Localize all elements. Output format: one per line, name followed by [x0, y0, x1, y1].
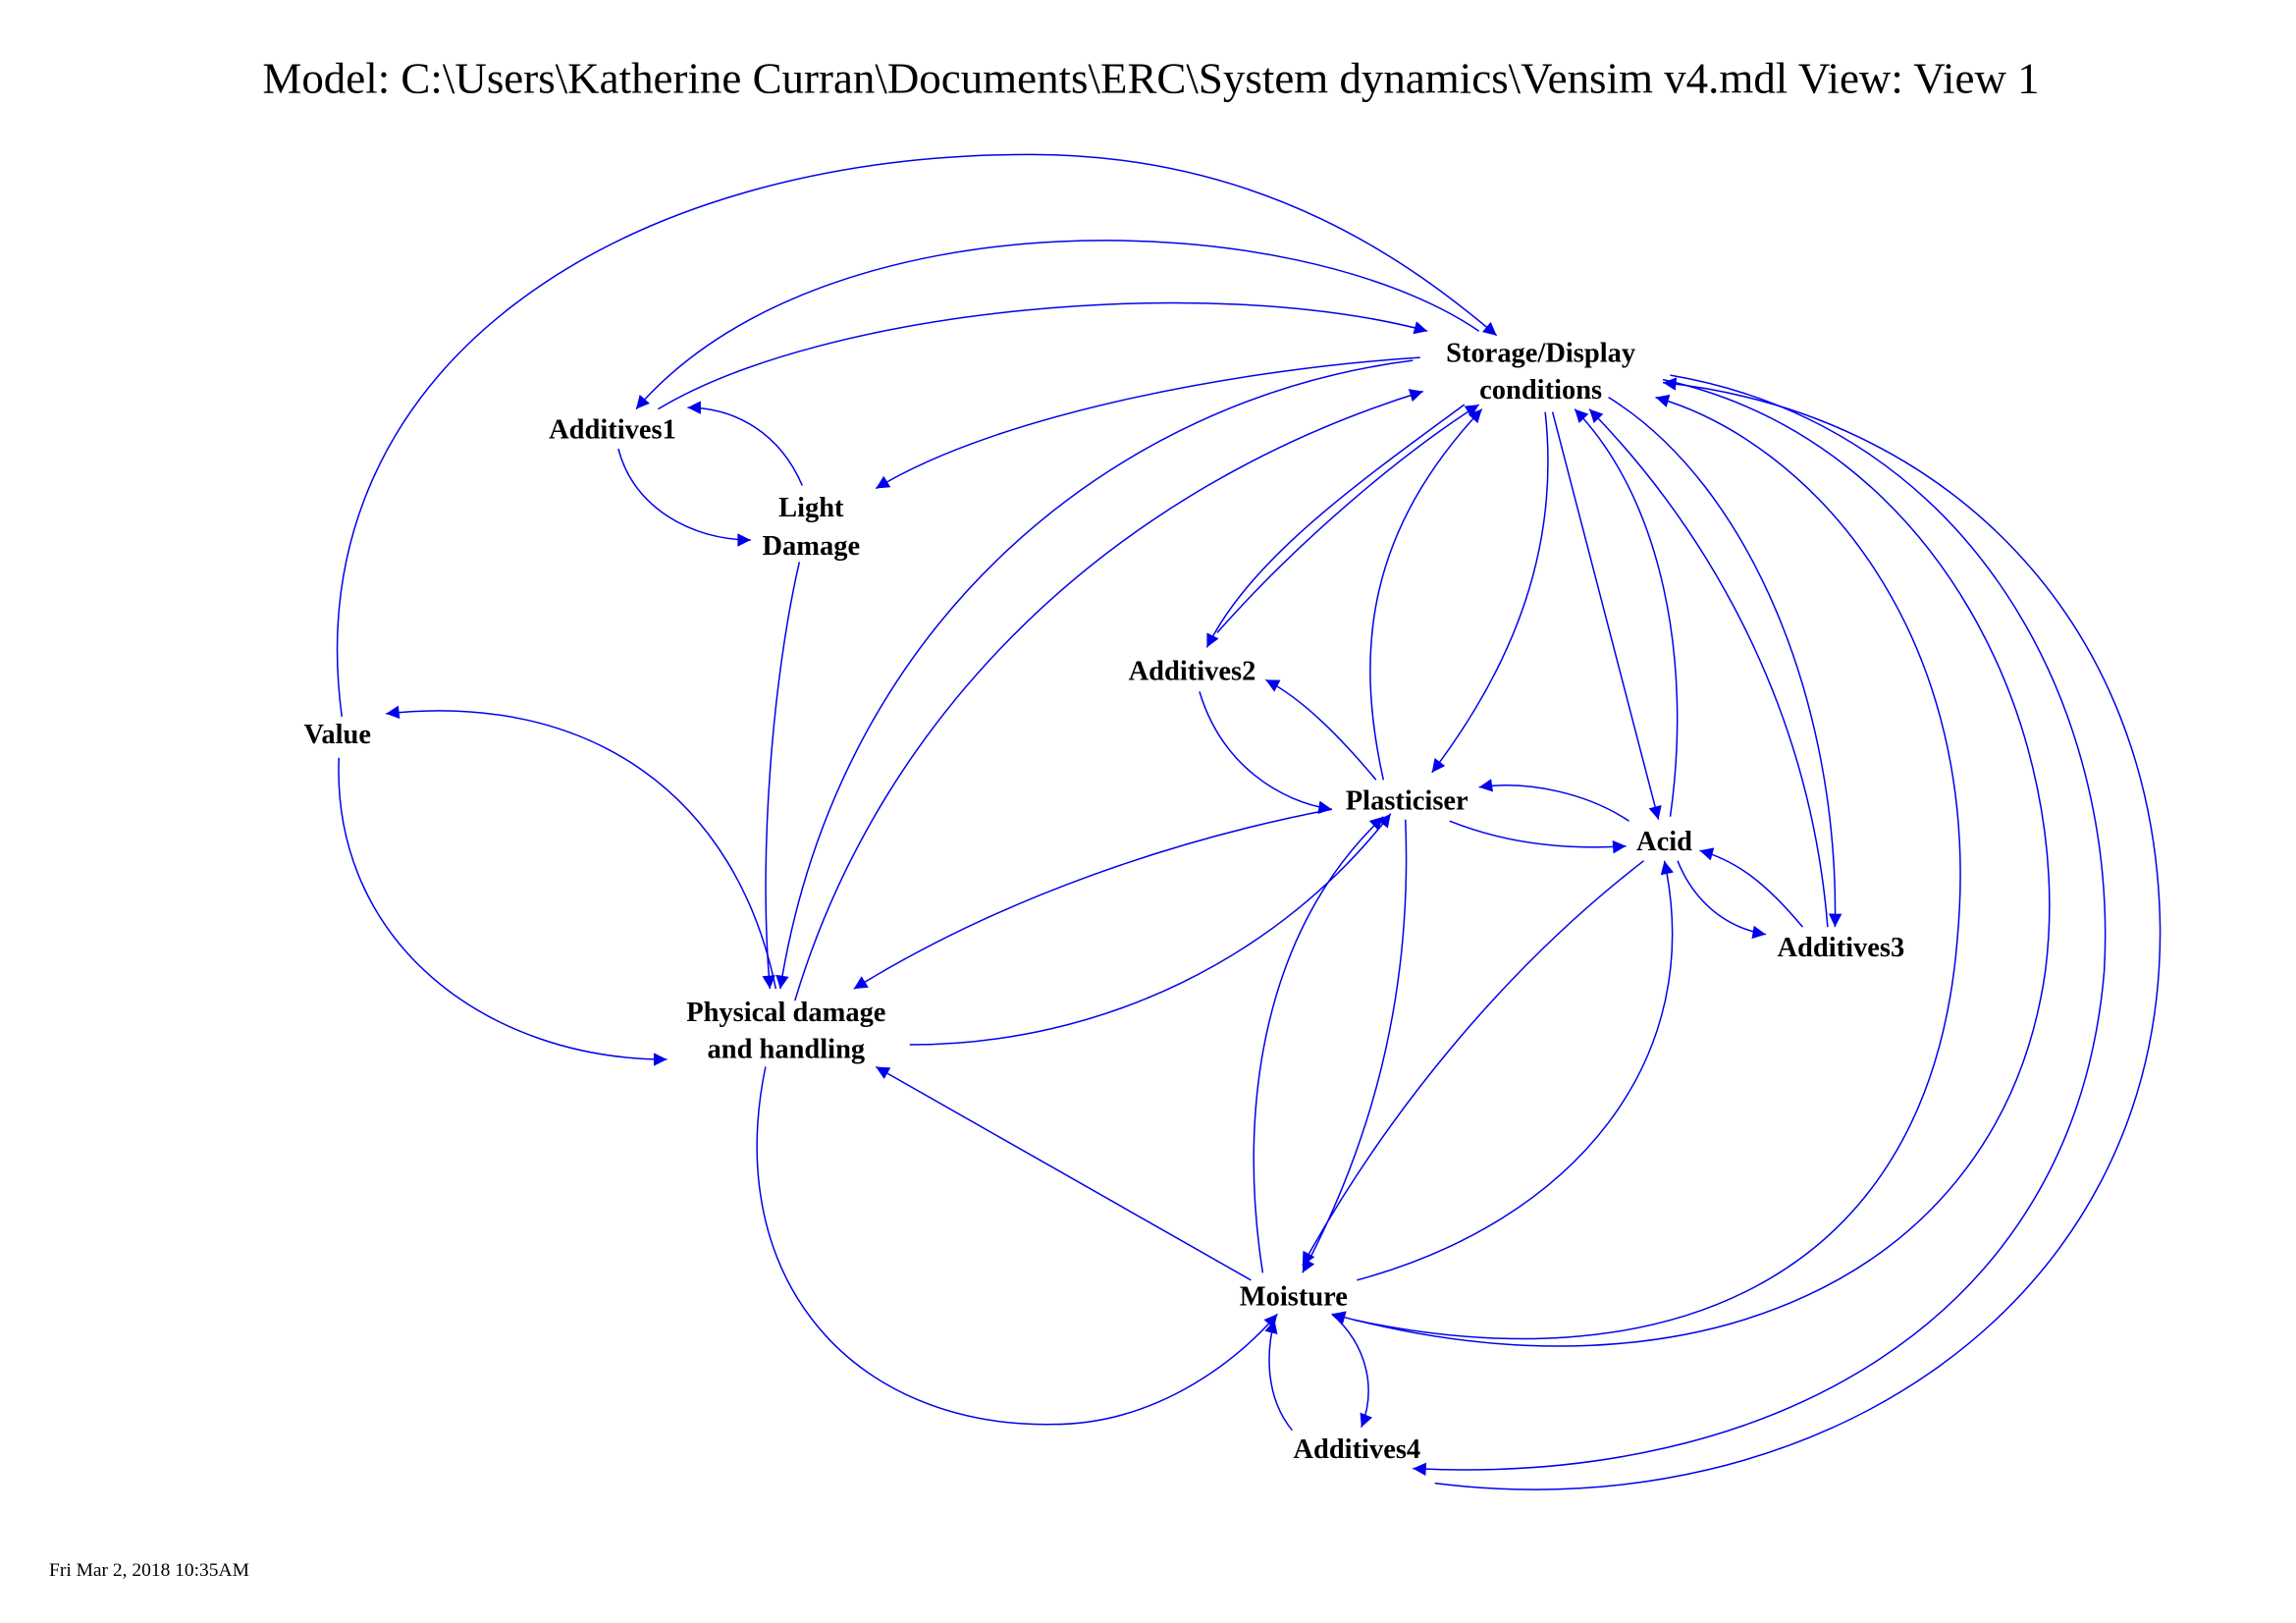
edge-moisture-to-plasticiser [1253, 816, 1384, 1273]
edge-moisture-to-storage [1354, 394, 1961, 1340]
edge-acid-to-storage [1574, 408, 1679, 817]
node-label: Light [778, 493, 844, 523]
edge-storage-to-additives2 [1205, 404, 1466, 648]
edge-light-to-additives1 [687, 401, 804, 486]
node-value[interactable]: Value [303, 720, 371, 750]
node-label: Value [303, 720, 371, 750]
edge-value-to-storage [336, 153, 1498, 717]
node-label: Physical damage [686, 998, 885, 1028]
node-plasticiser[interactable]: Plasticiser [1346, 785, 1468, 816]
node-moisture[interactable]: Moisture [1240, 1281, 1348, 1312]
edge-physical-to-plasticiser [909, 813, 1392, 1046]
node-label: Additives1 [549, 415, 676, 446]
edge-plasticiser-to-acid [1449, 820, 1627, 854]
node-storage-display-conditions[interactable]: Storage/Display conditions [1446, 339, 1635, 406]
node-label: Plasticiser [1346, 785, 1468, 816]
edge-additives1-to-storage [658, 301, 1428, 410]
edge-physical-to-value [386, 705, 777, 990]
edge-value-to-physical [338, 757, 667, 1066]
node-acid[interactable]: Acid [1636, 827, 1692, 857]
edge-plasticiser-to-additives2 [1265, 678, 1377, 781]
edge-storage-to-plasticiser [1431, 411, 1549, 774]
edge-physical-to-storage [794, 389, 1423, 1001]
node-label: Moisture [1240, 1281, 1348, 1312]
edge-moisture-to-acid [1357, 860, 1674, 1281]
print-timestamp: Fri Mar 2, 2018 10:35AM [49, 1560, 249, 1581]
node-label: Additives2 [1129, 656, 1256, 686]
node-physical-damage-and-handling[interactable]: Physical damage and handling [686, 998, 885, 1064]
node-additives1[interactable]: Additives1 [549, 415, 676, 446]
edge-additives1-to-light [617, 448, 751, 547]
edge-additives3-to-storage [1588, 408, 1829, 928]
edge-additives4-to-moisture [1264, 1320, 1293, 1432]
edges-layer [336, 153, 2162, 1490]
edge-moisture-to-physical [875, 1065, 1252, 1281]
edge-additives2-to-plasticiser [1199, 691, 1332, 815]
node-label: and handling [708, 1035, 866, 1065]
edge-storage-to-additives4 [1413, 374, 2107, 1477]
node-label: Additives4 [1293, 1434, 1420, 1465]
edge-additives3-to-acid [1699, 847, 1803, 928]
node-label: Storage/Display [1446, 339, 1635, 369]
edge-plasticiser-to-physical [853, 808, 1332, 990]
node-additives2[interactable]: Additives2 [1129, 656, 1256, 686]
edge-moisture-to-additives4 [1331, 1313, 1373, 1428]
edge-storage-to-physical [775, 359, 1414, 990]
edge-storage-to-additives1 [635, 240, 1480, 410]
edge-storage-to-acid [1551, 411, 1662, 820]
node-light-damage[interactable]: Light Damage [762, 493, 860, 562]
edge-plasticiser-to-storage [1369, 408, 1483, 781]
edge-acid-to-moisture [1302, 860, 1645, 1267]
node-label: Additives3 [1778, 933, 1905, 963]
node-additives3[interactable]: Additives3 [1778, 933, 1905, 963]
edge-additives4-to-storage [1434, 377, 2162, 1490]
edge-acid-to-additives3 [1677, 860, 1767, 940]
edge-additives2-to-storage [1216, 404, 1480, 633]
edge-storage-to-additives3 [1608, 396, 1842, 928]
edge-light-to-physical [762, 562, 801, 990]
edge-acid-to-plasticiser [1478, 779, 1629, 822]
node-label: conditions [1479, 375, 1602, 406]
edge-physical-to-moisture [756, 1066, 1278, 1426]
edge-storage-to-moisture [1331, 378, 2051, 1347]
edge-plasticiser-to-moisture [1302, 819, 1408, 1273]
edge-storage-to-light [875, 356, 1420, 490]
node-additives4[interactable]: Additives4 [1293, 1434, 1420, 1465]
node-label: Acid [1636, 827, 1692, 857]
node-label: Damage [762, 531, 860, 562]
page-title: Model: C:\Users\Katherine Curran\Documen… [262, 53, 2039, 102]
